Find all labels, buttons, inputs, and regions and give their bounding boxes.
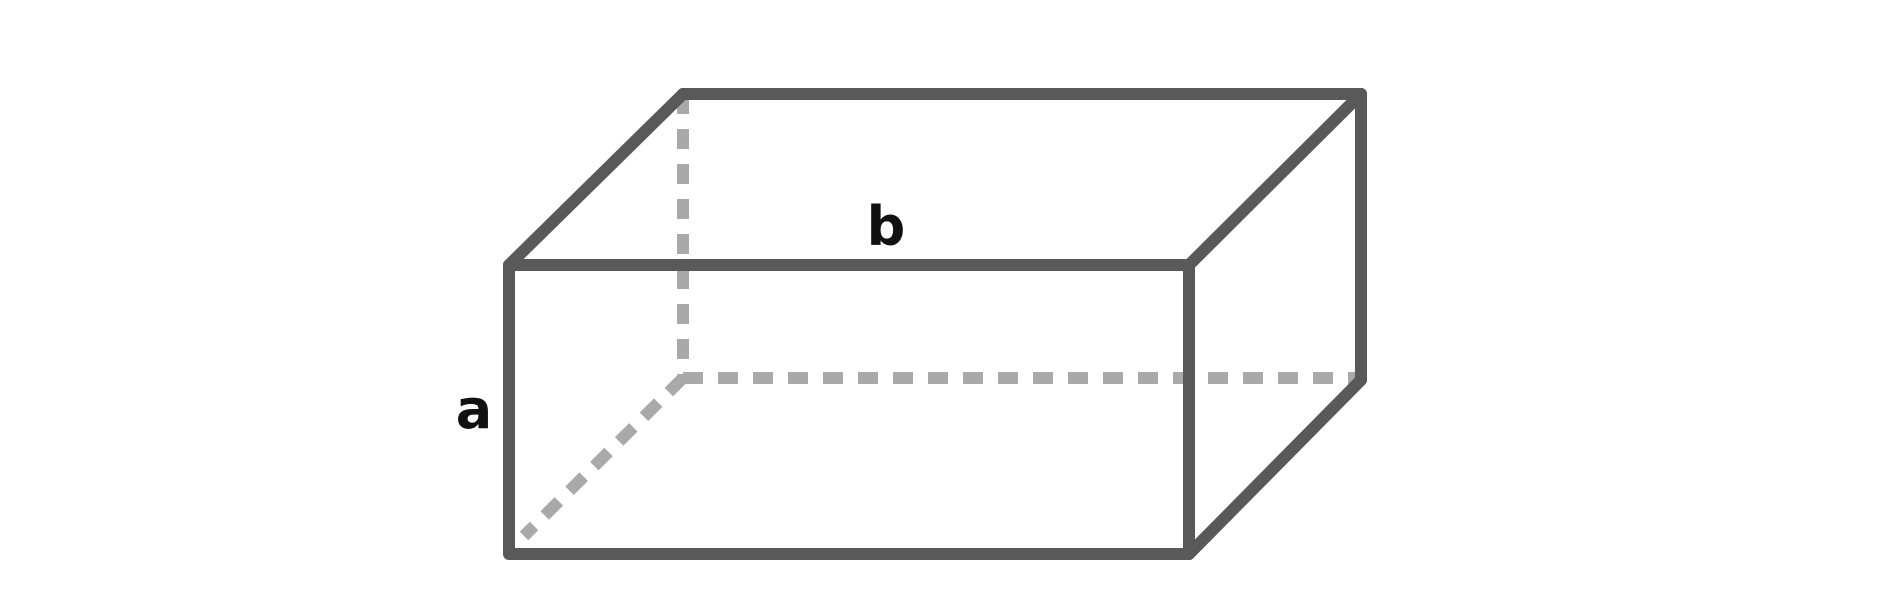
label-a: a bbox=[456, 378, 492, 441]
label-b: b bbox=[867, 195, 906, 258]
front-face bbox=[503, 259, 1195, 560]
solid-edges bbox=[503, 88, 1367, 560]
bottom-right-depth-edge bbox=[1183, 374, 1367, 560]
top-right-depth-edge bbox=[1183, 88, 1367, 271]
hidden-edges bbox=[519, 94, 1360, 541]
hidden-edge-depth-bottom bbox=[519, 373, 688, 541]
top-left-depth-edge bbox=[503, 88, 689, 271]
